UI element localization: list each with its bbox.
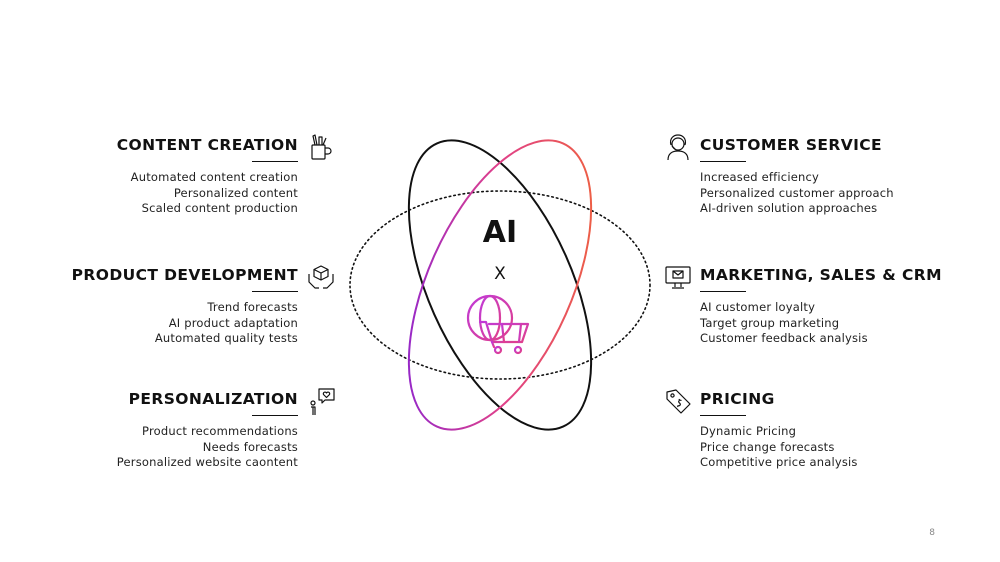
list-item: Dynamic Pricing (700, 424, 797, 438)
personalization-block: PERSONALIZATION Product recommendations … (38, 389, 298, 471)
pencil-cup-icon (306, 132, 336, 162)
list-item: Scaled content production (141, 201, 298, 215)
customer-service-block: CUSTOMER SERVICE Increased efficiency Pe… (700, 135, 960, 217)
list-item: Increased efficiency (700, 170, 819, 184)
list-item: AI product adaptation (168, 315, 298, 330)
list-item: Product recommendations (142, 424, 298, 438)
list-item: Competitive price analysis (700, 455, 858, 469)
connector-x: X (494, 264, 506, 284)
list-item: Automated quality tests (154, 331, 298, 345)
customer-service-title: CUSTOMER SERVICE (700, 136, 883, 154)
title-underline (700, 291, 746, 292)
title-underline (252, 161, 298, 162)
list-item: Customer feedback analysis (700, 331, 868, 345)
gradient-orbit (407, 139, 593, 431)
title-underline (252, 291, 298, 292)
personalization-title: PERSONALIZATION (128, 390, 298, 408)
title-underline (700, 161, 746, 162)
list-item: AI customer loyalty (700, 300, 816, 314)
list-item: Personalized content (173, 185, 298, 200)
title-underline (252, 415, 298, 416)
hands-box-icon (306, 262, 336, 292)
list-item: Trend forecasts (207, 300, 298, 314)
marketing-block: MARKETING, SALES & CRM AI customer loyal… (700, 265, 960, 347)
list-item: Personalized customer approach (700, 185, 894, 200)
pricing-title: PRICING (700, 390, 775, 408)
page-number: 8 (929, 528, 935, 538)
list-item: AI-driven solution approaches (700, 201, 878, 215)
marketing-title: MARKETING, SALES & CRM (700, 266, 942, 284)
price-tag-icon (663, 386, 693, 416)
support-agent-icon (663, 132, 693, 162)
globe-shopping-cart-icon (462, 292, 534, 358)
pricing-block: PRICING Dynamic Pricing Price change for… (700, 389, 960, 471)
product-development-title: PRODUCT DEVELOPMENT (71, 266, 298, 284)
product-development-block: PRODUCT DEVELOPMENT Trend forecasts AI p… (38, 265, 298, 347)
title-underline (700, 415, 746, 416)
content-creation-block: CONTENT CREATION Automated content creat… (38, 135, 298, 217)
person-heart-bubble-icon (306, 386, 336, 416)
list-item: Needs forecasts (202, 439, 298, 454)
dotted-orbit (349, 190, 651, 380)
list-item: Target group marketing (700, 315, 840, 330)
list-item: Personalized website caontent (116, 455, 298, 469)
ai-orbit-diagram (349, 139, 651, 431)
ai-title: AI (482, 215, 518, 250)
monitor-mail-icon (663, 262, 693, 292)
list-item: Automated content creation (130, 170, 298, 184)
list-item: Price change forecasts (700, 439, 835, 454)
black-orbit (407, 139, 593, 431)
content-creation-title: CONTENT CREATION (116, 136, 298, 154)
